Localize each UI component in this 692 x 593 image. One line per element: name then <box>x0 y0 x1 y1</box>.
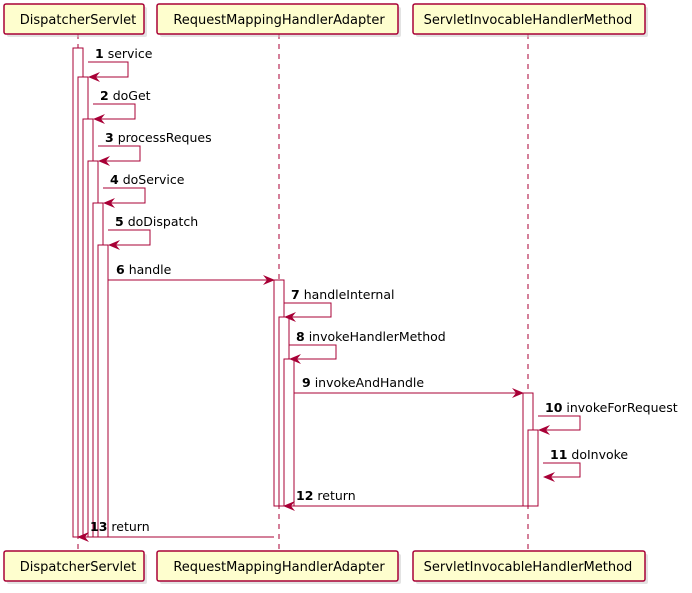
participant-box <box>3 550 145 582</box>
message-label: service <box>108 46 153 61</box>
participant-sihm-bottom: ServletInvocableHandlerMethod <box>412 550 648 584</box>
message-label: return <box>111 519 149 534</box>
message-arrow <box>284 302 332 322</box>
participant-box <box>3 3 145 35</box>
message-label: invokeAndHandle <box>315 375 425 390</box>
message-5: 5 doDispatch <box>108 214 198 250</box>
message-number: 11 <box>550 447 567 462</box>
participant-rmha-top: RequestMappingHandlerAdapter <box>156 3 401 37</box>
message-number: 10 <box>545 400 563 415</box>
message-4: 4 doService <box>103 172 185 208</box>
message-text: 10 invokeForRequest <box>545 400 678 415</box>
message-10: 10 invokeForRequest <box>538 400 678 435</box>
participant-box <box>412 550 646 582</box>
activation-bar <box>97 244 109 538</box>
message-text: 4 doService <box>110 172 185 187</box>
message-number: 8 <box>296 329 305 344</box>
message-arrow <box>88 61 129 82</box>
message-number: 12 <box>296 488 313 503</box>
message-text: 7 handleInternal <box>291 287 394 302</box>
message-number: 3 <box>105 130 114 145</box>
message-7: 7 handleInternal <box>284 287 394 322</box>
message-text: 3 processReques <box>105 130 212 145</box>
message-text: 12 return <box>296 488 356 503</box>
participant-box <box>156 3 399 35</box>
message-number: 1 <box>95 46 104 61</box>
message-1: 1 service <box>88 46 153 82</box>
participant-box <box>412 3 646 35</box>
activation-bar <box>283 358 295 507</box>
activation-bar <box>527 429 539 507</box>
message-label: invokeHandlerMethod <box>309 329 446 344</box>
participant-label: DispatcherServlet <box>20 560 136 575</box>
message-arrow <box>289 344 337 364</box>
message-6: 6 handle <box>108 262 275 285</box>
participant-box <box>156 550 399 582</box>
message-arrow <box>543 462 581 482</box>
message-label: doGet <box>113 88 151 103</box>
message-label: handleInternal <box>304 287 395 302</box>
message-number: 6 <box>116 262 125 277</box>
message-label: doInvoke <box>571 447 628 462</box>
message-label: return <box>317 488 355 503</box>
message-label: invokeForRequest <box>566 400 677 415</box>
participant-label: DispatcherServlet <box>20 13 136 28</box>
participant-label: RequestMappingHandlerAdapter <box>173 13 385 28</box>
message-number: 13 <box>90 519 107 534</box>
message-number: 4 <box>110 172 119 187</box>
message-text: 1 service <box>95 46 153 61</box>
message-text: 9 invokeAndHandle <box>302 375 424 390</box>
message-label: doDispatch <box>128 214 198 229</box>
message-number: 5 <box>115 214 124 229</box>
message-11: 11 doInvoke <box>543 447 628 482</box>
message-13: 13 return <box>77 519 274 542</box>
message-number: 7 <box>291 287 300 302</box>
message-arrow <box>103 187 146 208</box>
message-number: 2 <box>100 88 109 103</box>
message-label: handle <box>129 262 172 277</box>
message-3: 3 processReques <box>98 130 212 166</box>
message-text: 8 invokeHandlerMethod <box>296 329 446 344</box>
message-2: 2 doGet <box>93 88 151 124</box>
participant-label: ServletInvocableHandlerMethod <box>424 560 633 575</box>
message-arrow <box>108 229 151 250</box>
message-label: processReques <box>118 130 212 145</box>
message-arrow <box>538 415 581 435</box>
message-arrow <box>93 103 136 124</box>
participant-label: ServletInvocableHandlerMethod <box>424 13 633 28</box>
message-label: doService <box>123 172 185 187</box>
message-text: 11 doInvoke <box>550 447 628 462</box>
message-text: 5 doDispatch <box>115 214 198 229</box>
message-number: 9 <box>302 375 311 390</box>
message-8: 8 invokeHandlerMethod <box>289 329 446 364</box>
participant-sihm-top: ServletInvocableHandlerMethod <box>412 3 648 37</box>
message-text: 13 return <box>90 519 150 534</box>
message-text: 6 handle <box>116 262 172 277</box>
participant-ds-bottom: DispatcherServlet <box>3 550 147 584</box>
participant-label: RequestMappingHandlerAdapter <box>173 560 385 575</box>
participant-ds-top: DispatcherServlet <box>3 3 147 37</box>
message-text: 2 doGet <box>100 88 151 103</box>
message-12: 12 return <box>283 488 523 511</box>
message-9: 9 invokeAndHandle <box>294 375 524 398</box>
message-arrow <box>98 145 141 166</box>
participant-rmha-bottom: RequestMappingHandlerAdapter <box>156 550 401 584</box>
